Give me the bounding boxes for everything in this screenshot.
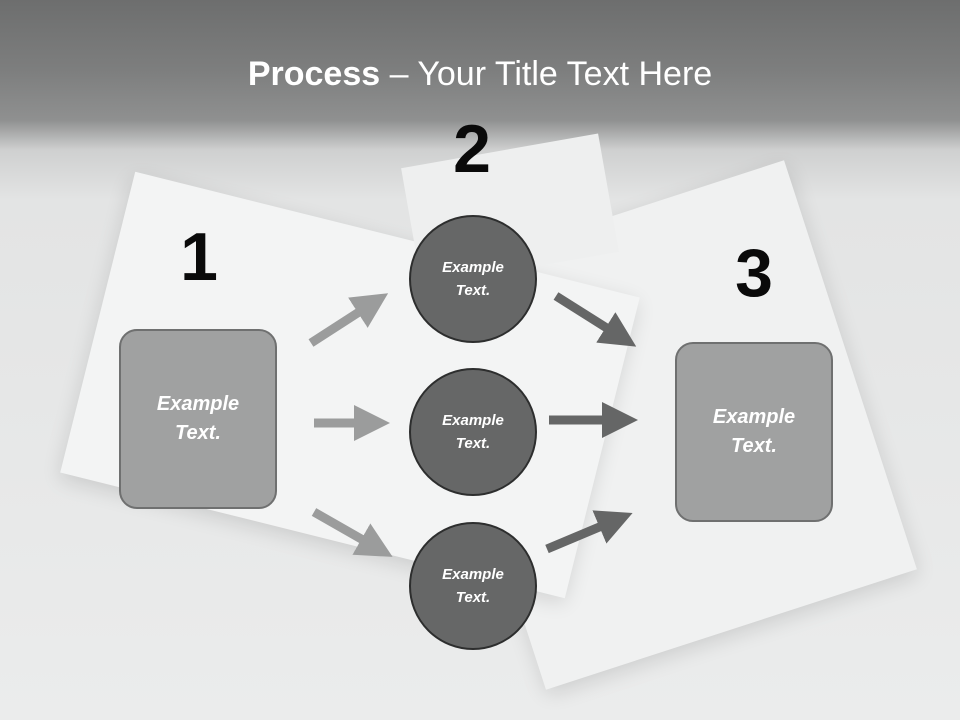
step-2-circle-middle: Example Text. xyxy=(409,368,537,496)
slide-title: Process – Your Title Text Here xyxy=(0,52,960,96)
step-3-box: Example Text. xyxy=(675,342,833,522)
step-number-2: 2 xyxy=(453,111,491,187)
step-2-label-top: Example Text. xyxy=(442,259,504,299)
step-number-3: 3 xyxy=(735,235,773,311)
title-rest: – Your Title Text Here xyxy=(380,55,713,93)
step-1-box: Example Text. xyxy=(119,329,277,509)
arrow-bottom-to-3 xyxy=(545,510,633,554)
step-1-label: Example Text. xyxy=(156,393,240,444)
step-number-1: 1 xyxy=(180,219,218,295)
title-bold: Process xyxy=(247,55,381,93)
arrow-top-to-3 xyxy=(553,292,637,347)
step-2-label-bottom: Example Text. xyxy=(442,566,504,606)
step-3-label: Example Text. xyxy=(712,406,796,457)
arrow-1-to-top xyxy=(308,293,389,347)
arrow-1-to-bottom xyxy=(311,508,393,557)
step-2-label-middle: Example Text. xyxy=(442,412,504,452)
step-2-circle-top: Example Text. xyxy=(409,215,537,343)
step-2-circle-bottom: Example Text. xyxy=(409,522,537,650)
